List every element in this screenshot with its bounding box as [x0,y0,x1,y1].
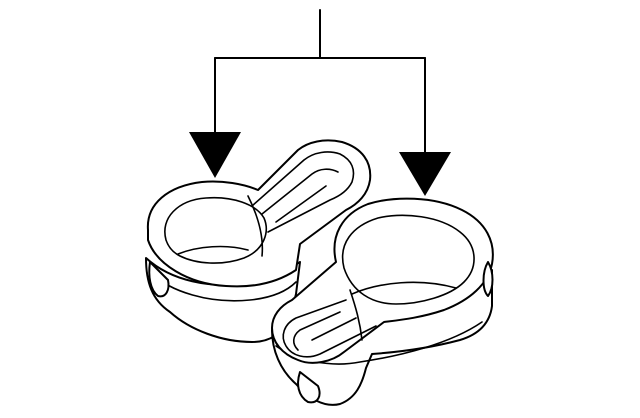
callout-leader [189,9,451,196]
right-insert-tab [482,261,494,297]
cup-holder-insert-left [145,139,372,343]
cup-holder-insert-right [271,197,494,406]
left-divider [247,195,264,257]
arrowhead-right [399,152,451,196]
right-insert-rim [271,197,494,364]
left-insert-tab [148,261,170,298]
left-cup-floor [177,245,249,255]
right-insert-foot [297,371,321,404]
right-cup-opening [341,214,475,305]
left-slot-floor [275,185,327,223]
right-slot-channel [282,299,377,358]
right-slot-floor [311,317,357,341]
arrowhead-left [189,132,241,178]
right-slot-inner [292,311,341,351]
left-cup-opening [164,196,268,264]
left-insert-rim [146,139,372,288]
right-divider [349,289,363,341]
left-slot-inner [261,168,339,215]
left-slot-channel [251,151,355,233]
right-cup-floor [351,281,457,295]
